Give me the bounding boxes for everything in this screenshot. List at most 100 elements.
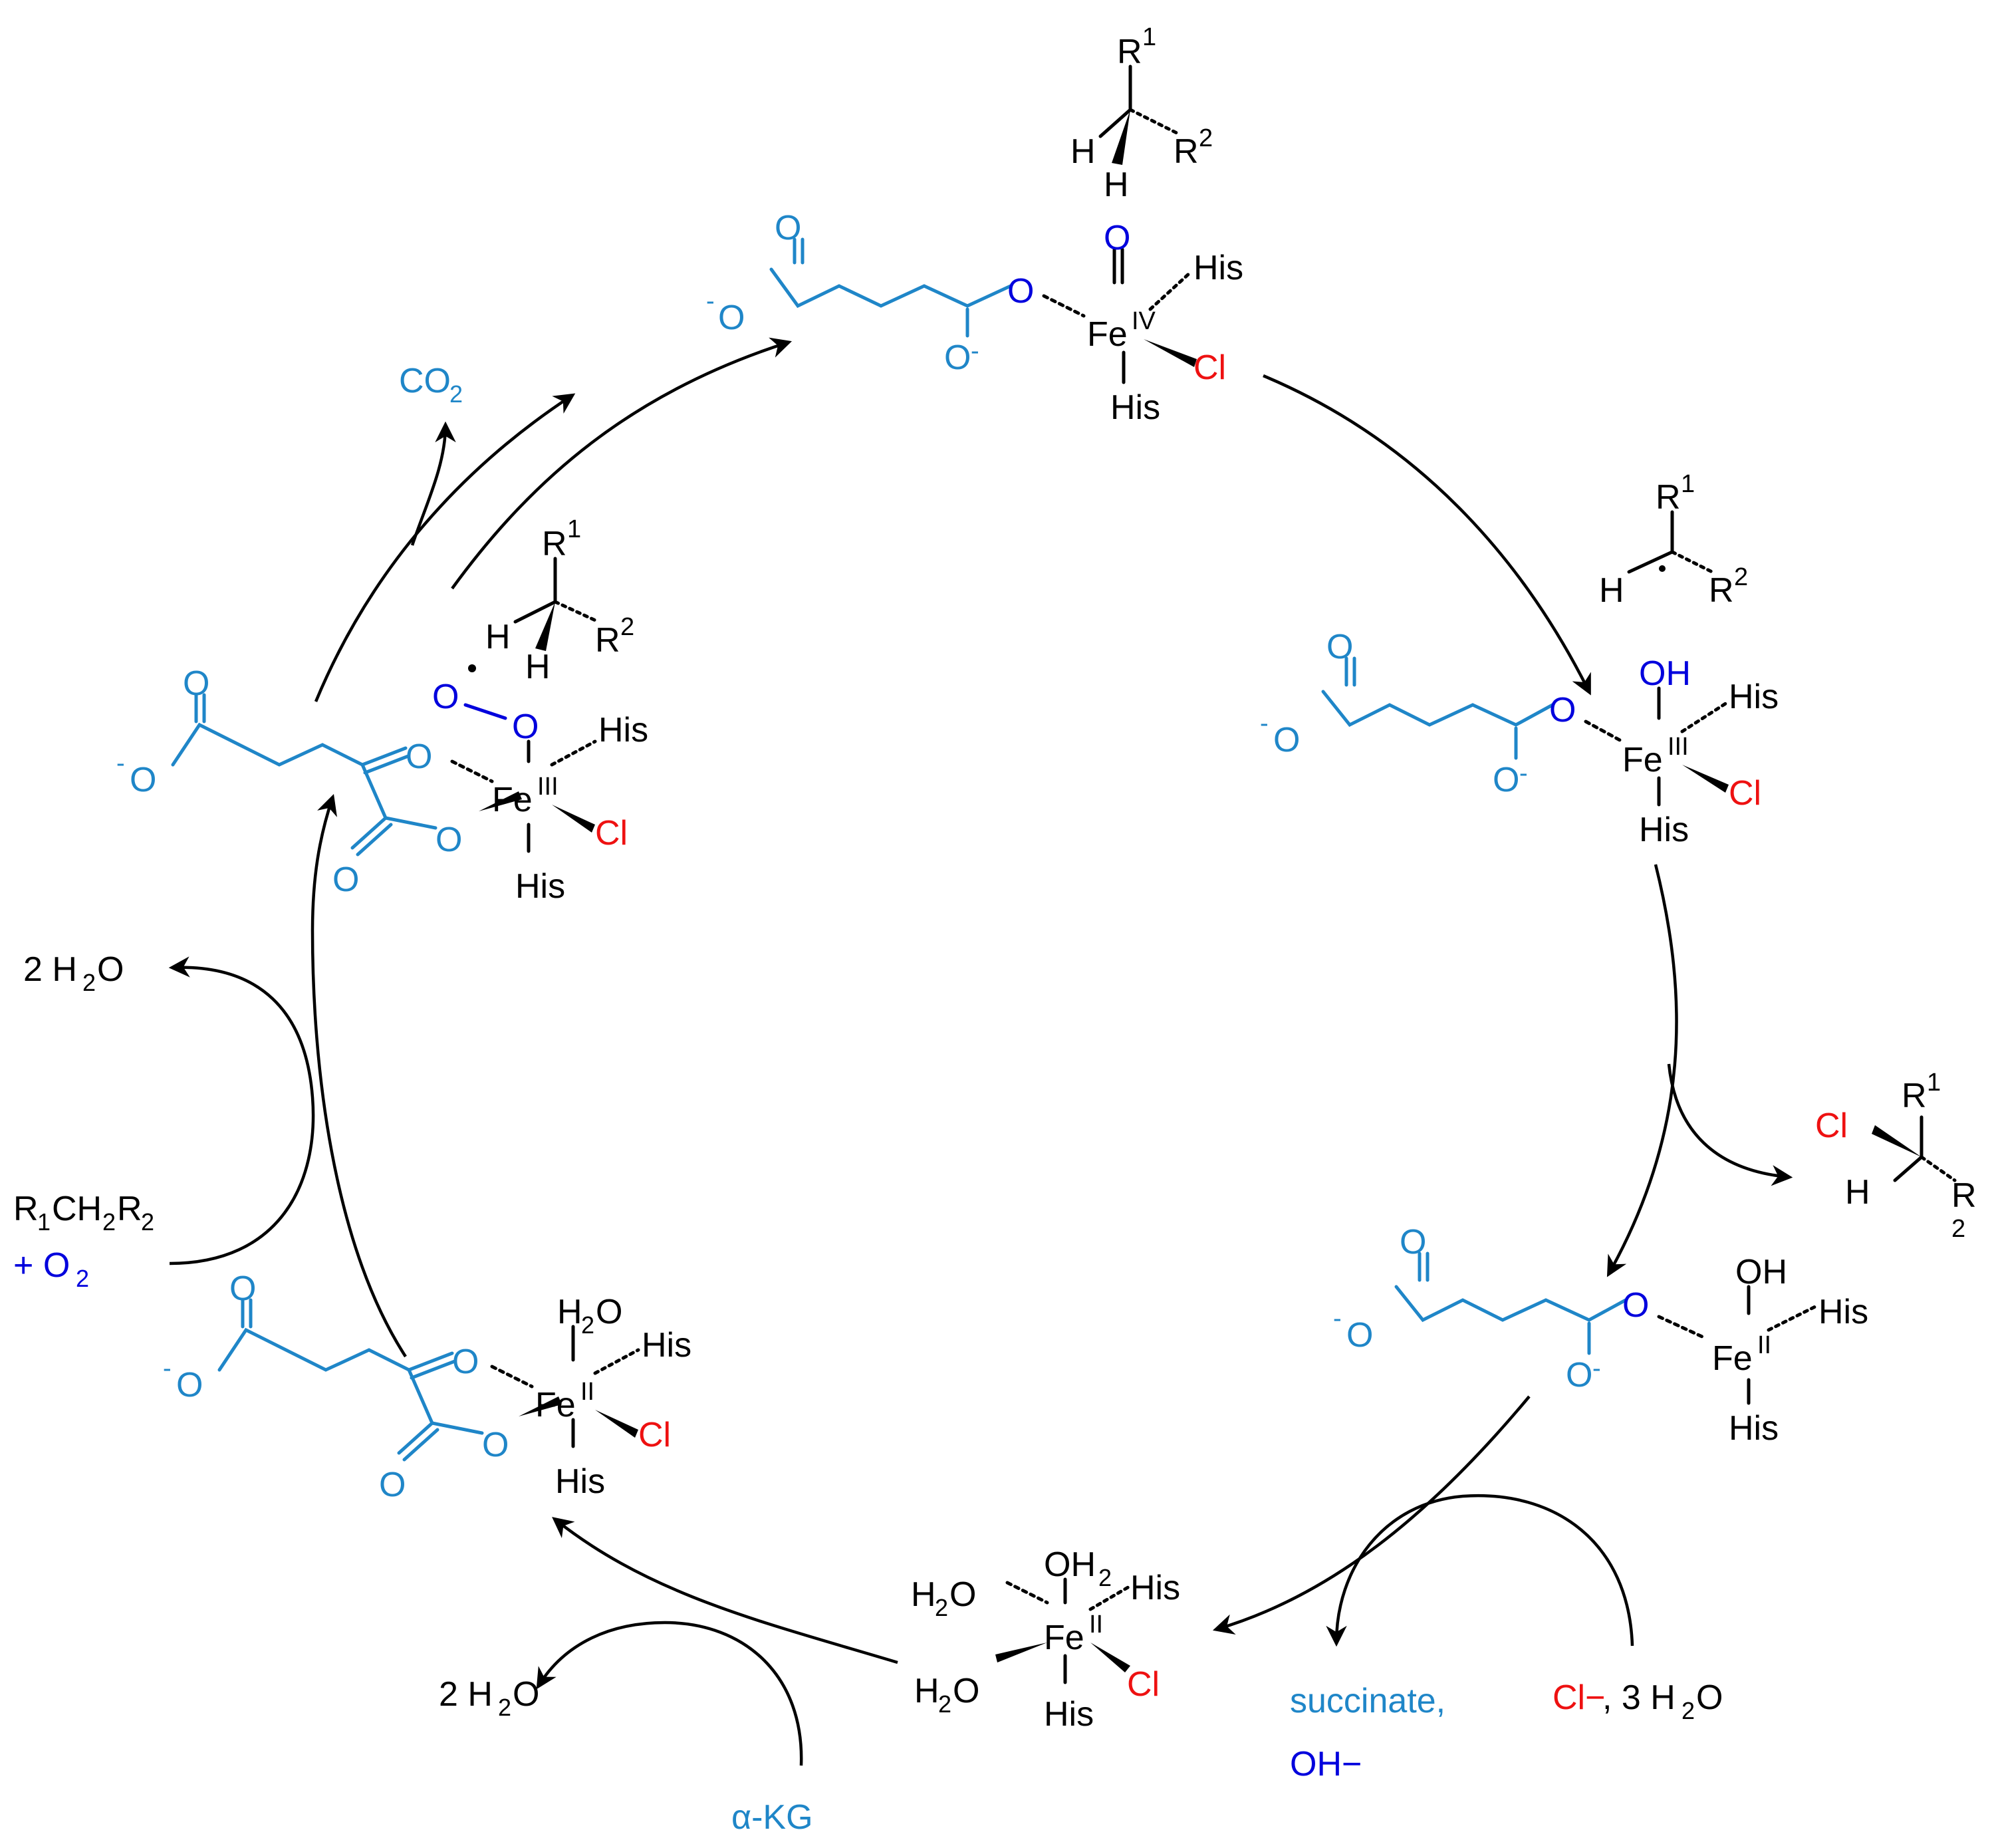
- succinate-release-label: succinate, OH−: [1290, 1682, 1445, 1783]
- svg-text:+ O: + O: [13, 1246, 70, 1285]
- arrow-o2-in-water-out: [168, 956, 315, 1265]
- svg-text:2: 2: [141, 1208, 154, 1236]
- svg-text:-: -: [706, 287, 715, 315]
- svg-text:O: O: [1696, 1678, 1723, 1717]
- svg-text:O: O: [775, 209, 801, 247]
- arrow-to-superoxo: [311, 794, 407, 1358]
- svg-text:-: -: [116, 749, 125, 777]
- svg-text:O: O: [130, 761, 156, 799]
- svg-text:R: R: [117, 1190, 142, 1228]
- svg-text:Fe: Fe: [1622, 741, 1663, 779]
- svg-text:O: O: [432, 678, 459, 716]
- svg-text:His: His: [1130, 1569, 1180, 1607]
- arrow-superoxo-to-co2: [314, 393, 576, 702]
- svg-text:III: III: [537, 773, 559, 801]
- svg-text:OH: OH: [1639, 654, 1691, 693]
- svg-text:H: H: [914, 1672, 939, 1710]
- arrow-oxo-to-feiii: [1263, 374, 1591, 696]
- svg-text:His: His: [515, 867, 565, 906]
- svg-text:2: 2: [1951, 1215, 1965, 1243]
- svg-text:Cl: Cl: [1729, 774, 1761, 813]
- svg-text:2: 2: [938, 1690, 951, 1718]
- svg-text:Fe: Fe: [492, 781, 533, 819]
- svg-text:O: O: [97, 950, 124, 989]
- svg-text:II: II: [1089, 1611, 1103, 1639]
- svg-text:1: 1: [567, 515, 581, 543]
- svg-text:O: O: [176, 1366, 203, 1404]
- svg-text:O: O: [596, 1293, 622, 1331]
- svg-text:R: R: [1656, 478, 1681, 517]
- svg-text:O: O: [229, 1269, 256, 1308]
- svg-text:Cl: Cl: [595, 814, 628, 853]
- arrow-feiii-to-feii: [1606, 864, 1678, 1277]
- svg-text:2 H: 2 H: [23, 950, 77, 989]
- svg-text:Fe: Fe: [1087, 315, 1128, 354]
- arrow-to-ferryl: [451, 337, 793, 590]
- svg-text:OH: OH: [1735, 1253, 1787, 1291]
- svg-text:O: O: [1346, 1316, 1373, 1355]
- arrow-co2-release: [410, 421, 456, 546]
- svg-text:O: O: [513, 1675, 539, 1714]
- svg-text:O: O: [944, 338, 971, 377]
- svg-text:R: R: [13, 1190, 39, 1228]
- svg-text:O: O: [949, 1575, 976, 1614]
- svg-text:CO: CO: [399, 362, 451, 400]
- svg-text:-: -: [1592, 1355, 1601, 1383]
- svg-text:2: 2: [1681, 1697, 1695, 1724]
- svg-text:α-KG: α-KG: [731, 1798, 813, 1837]
- arrow-feii-to-aqua: [1212, 1395, 1531, 1635]
- svg-text:O: O: [482, 1426, 509, 1464]
- svg-text:III: III: [1668, 733, 1689, 761]
- svg-text:His: His: [598, 711, 648, 749]
- svg-text:H: H: [557, 1293, 582, 1331]
- svg-text:H: H: [1070, 132, 1096, 171]
- svg-text:II: II: [580, 1378, 594, 1406]
- svg-text:O: O: [436, 821, 462, 859]
- akg-chain: [171, 722, 364, 767]
- svg-text:H: H: [1599, 571, 1624, 610]
- svg-text:-: -: [971, 337, 979, 365]
- succinyl-chain: [1394, 1285, 1628, 1323]
- svg-text:O: O: [332, 860, 359, 899]
- svg-text:succinate,: succinate,: [1290, 1682, 1445, 1720]
- svg-text:1: 1: [1927, 1069, 1941, 1097]
- svg-text:O: O: [1549, 691, 1576, 729]
- svg-text:IV: IV: [1132, 307, 1156, 335]
- svg-text:OH: OH: [1044, 1545, 1096, 1584]
- svg-text:1: 1: [1681, 470, 1695, 498]
- svg-text:Cl: Cl: [1127, 1665, 1160, 1704]
- svg-text:H: H: [525, 648, 551, 686]
- svg-text:H: H: [911, 1575, 936, 1614]
- svg-text:His: His: [1818, 1293, 1868, 1331]
- svg-text:R: R: [1709, 571, 1734, 610]
- arrow-succinate-release: [1326, 1494, 1634, 1647]
- svg-text:CH: CH: [52, 1190, 102, 1228]
- svg-text:O: O: [1493, 761, 1519, 799]
- svg-text:2: 2: [1734, 563, 1748, 591]
- svg-text:O: O: [1400, 1223, 1426, 1261]
- arrow-akg-binding: [536, 1621, 803, 1766]
- svg-text:H: H: [1104, 166, 1129, 204]
- svg-text:2: 2: [76, 1265, 89, 1292]
- svg-text:O: O: [1622, 1286, 1649, 1325]
- svg-text:H: H: [1845, 1173, 1870, 1212]
- svg-text:His: His: [1729, 678, 1779, 716]
- svg-text:O: O: [379, 1466, 406, 1504]
- svg-text:-: -: [163, 1355, 172, 1383]
- svg-text:R: R: [595, 621, 620, 660]
- svg-text:O: O: [953, 1672, 979, 1710]
- svg-text:O: O: [406, 737, 432, 776]
- svg-text:R: R: [1174, 132, 1199, 171]
- svg-text:Cl: Cl: [1815, 1107, 1848, 1145]
- svg-text:R: R: [542, 525, 567, 563]
- svg-text:2: 2: [498, 1694, 511, 1721]
- svg-text:-: -: [1519, 759, 1528, 787]
